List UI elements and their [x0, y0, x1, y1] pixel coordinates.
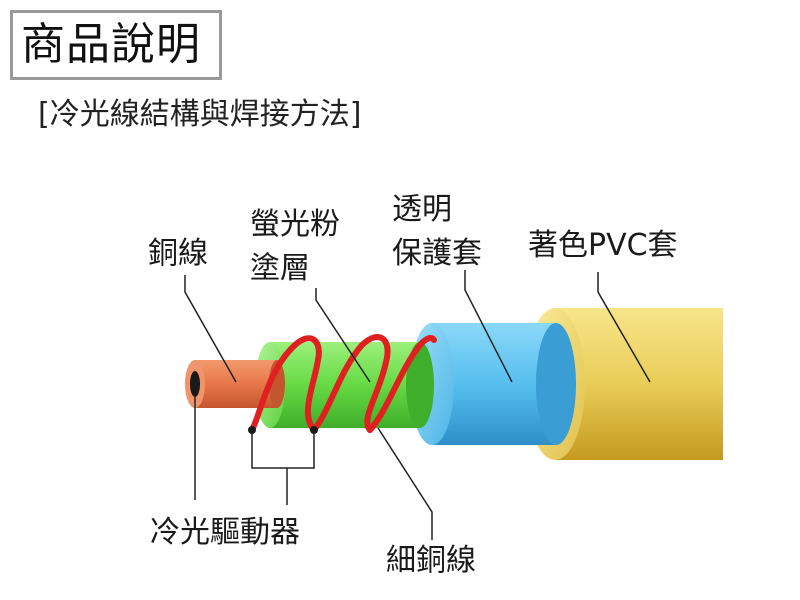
label-fine-copper: 細銅線 — [386, 543, 476, 578]
label-copper-wire: 銅線 — [148, 236, 208, 271]
title-box: 商品說明 — [10, 10, 222, 80]
label-phosphor-1: 螢光粉 — [250, 207, 340, 242]
wire-end-1 — [248, 426, 256, 434]
leader-driver-bracket — [251, 434, 315, 469]
subtitle: [冷光線結構與焊接方法] — [38, 97, 362, 132]
label-transparent-2: 保護套 — [392, 236, 482, 271]
label-transparent-1: 透明 — [392, 192, 452, 227]
fine-copper-wire — [249, 334, 437, 433]
leader-fine-copper — [377, 427, 433, 540]
leader-phosphor — [315, 288, 371, 383]
page-title: 商品說明 — [21, 19, 201, 70]
leader-pvc — [597, 272, 651, 383]
label-pvc-sleeve: 著色PVC套 — [528, 228, 678, 263]
leader-copper — [184, 275, 237, 383]
label-driver: 冷光驅動器 — [150, 515, 300, 550]
wire-end-2 — [310, 426, 318, 434]
leader-lines — [184, 270, 651, 540]
leader-transparent — [464, 270, 513, 383]
label-phosphor-2: 塗層 — [250, 251, 310, 286]
